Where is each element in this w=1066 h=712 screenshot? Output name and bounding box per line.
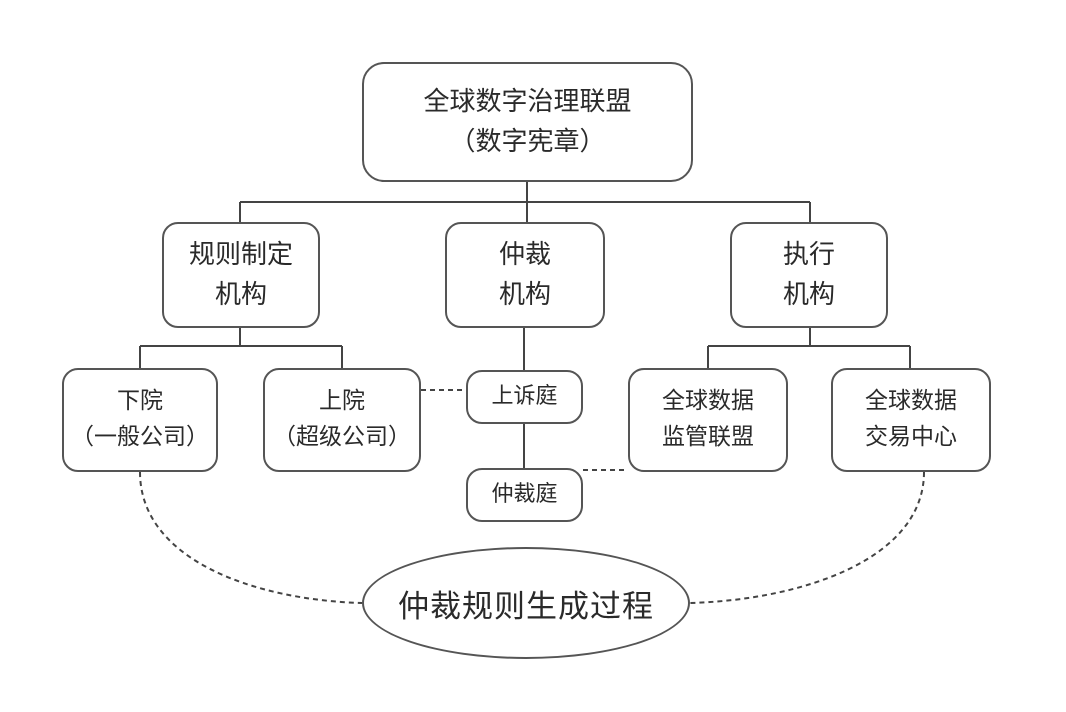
enforcement-body: 执行 机构 [730, 222, 888, 328]
upper-house-line1: 上院 [319, 388, 365, 415]
upper-house-line2: （超级公司） [273, 424, 411, 450]
lower-house-line1: 下院 [117, 388, 163, 415]
arbitration-rule-generation-process: 仲裁规则生成过程 [362, 547, 690, 659]
lower-house-line2: （一般公司） [71, 424, 209, 450]
data-exchange-line1: 全球数据 [865, 388, 957, 415]
rule-body-line2: 机构 [214, 280, 267, 310]
enforcement-body-line2: 机构 [782, 280, 835, 310]
global-data-supervision-alliance: 全球数据 监管联盟 [628, 368, 788, 472]
rule-body-line1: 规则制定 [188, 239, 293, 270]
root-title: 全球数字治理联盟 [423, 86, 632, 117]
data-supervision-line2: 监管联盟 [662, 424, 754, 450]
rule-making-body: 规则制定 机构 [162, 222, 320, 328]
appeal-court: 上诉庭 [466, 370, 583, 424]
upper-house: 上院 （超级公司） [263, 368, 421, 472]
arbitration-court: 仲裁庭 [466, 468, 583, 522]
appeal-court-label: 上诉庭 [491, 383, 558, 409]
arbitration-body: 仲裁 机构 [445, 222, 605, 328]
data-exchange-line2: 交易中心 [865, 424, 957, 450]
arbitration-body-line1: 仲裁 [498, 239, 551, 270]
data-supervision-line1: 全球数据 [662, 388, 754, 415]
global-data-exchange-center: 全球数据 交易中心 [831, 368, 991, 472]
enforcement-body-line1: 执行 [782, 239, 835, 270]
global-digital-governance-alliance: 全球数字治理联盟 （数字宪章） [362, 62, 693, 182]
lower-house: 下院 （一般公司） [62, 368, 218, 472]
root-subtitle: （数字宪章） [449, 127, 606, 157]
arbitration-body-line2: 机构 [498, 280, 551, 310]
process-label: 仲裁规则生成过程 [398, 588, 654, 625]
arbitration-court-label: 仲裁庭 [491, 481, 558, 507]
